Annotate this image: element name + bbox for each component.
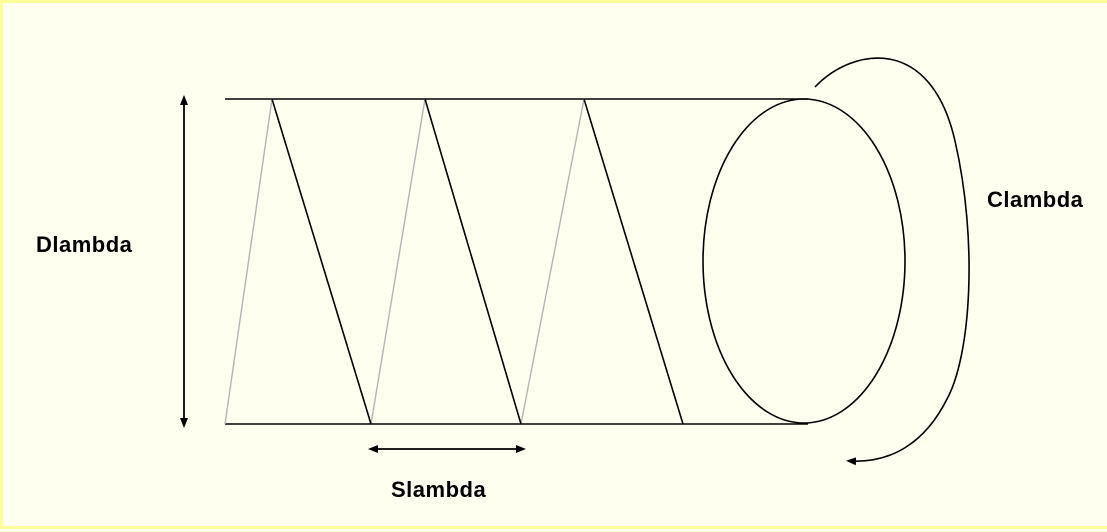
helix-back-segment — [224, 98, 273, 425]
diameter-label: Dlambda — [36, 232, 133, 257]
circumference-arrow — [814, 57, 970, 466]
helix-diagram — [180, 57, 970, 466]
helix-front-segment — [424, 98, 522, 425]
helix-back-segments — [224, 98, 585, 425]
helix-back-segment — [520, 98, 585, 425]
helix-back-segment — [370, 98, 426, 425]
helix-front-segment — [271, 98, 372, 425]
circumference-label: Clambda — [987, 187, 1084, 212]
helix-front-segments — [271, 98, 684, 425]
spacing-label: Slambda — [391, 477, 487, 502]
helix-front-segment — [583, 98, 684, 425]
cylinder-end-ellipse — [702, 98, 906, 424]
